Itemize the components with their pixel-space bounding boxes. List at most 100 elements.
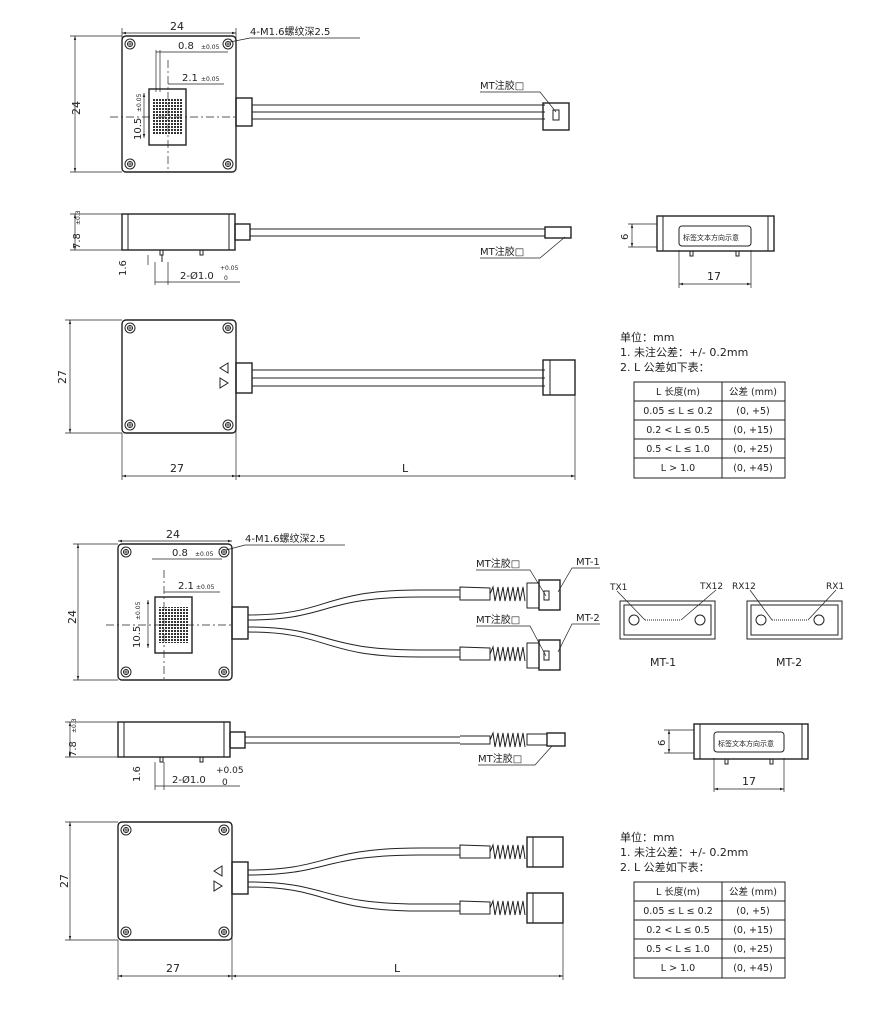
- label-text: 标签文本方向示意: [683, 233, 739, 242]
- conn-tol: ±0.05: [136, 93, 143, 112]
- l-tolerance-note: 2. L 公差如下表：: [620, 360, 710, 374]
- mt-glue-label-1: MT注胶□: [476, 557, 520, 570]
- thread-note: 4-M1.6螺纹深2.5: [245, 532, 325, 545]
- unit-note: 单位：mm: [620, 330, 674, 344]
- notes-2: 单位：mm 1. 未注公差：+/- 0.2mm 2. L 公差如下表：: [620, 830, 748, 874]
- section1-end-view: 标签文本方向示意 6 17: [620, 215, 775, 288]
- mt1-caption: MT-1: [650, 656, 676, 669]
- table-cell: L > 1.0: [661, 963, 695, 974]
- mt2-left-label: RX12: [732, 582, 756, 592]
- notes-1: 单位：mm 1. 未注公差：+/- 0.2mm 2. L 公差如下表：: [620, 330, 748, 374]
- table-cell: 0.05 ≤ L ≤ 0.2: [643, 906, 713, 917]
- table-header: 公差 (mm): [729, 386, 777, 398]
- direction-arrow-icons: [213, 865, 223, 892]
- pitch-dim: 0.8: [178, 41, 194, 52]
- unit-note: 单位：mm: [620, 830, 674, 844]
- table-cell: 0.05 ≤ L ≤ 0.2: [643, 406, 713, 417]
- section1-top-view: 24 24 4-M1.6螺纹深2.5 0.8 ±0.05 2.1 ±0.05 1…: [70, 20, 570, 173]
- table-cell: 0.2 < L ≤ 0.5: [646, 925, 710, 936]
- section2-side-view: 7.8 ±0.3 1.6 2-Ø1.0 +0.05 0 MT注胶□: [65, 718, 566, 790]
- pin-dia: 2-Ø1.0: [180, 270, 214, 282]
- mt-glue-side: MT注胶□: [478, 752, 522, 765]
- side-height-tol: ±0.3: [71, 718, 78, 733]
- label-text: 标签文本方向示意: [718, 739, 774, 748]
- table-cell: (0, +15): [733, 925, 773, 936]
- dim-width: 24: [166, 528, 180, 541]
- mt-glue-side: MT注胶□: [480, 245, 524, 258]
- thread-note: 4-M1.6螺纹深2.5: [250, 25, 330, 38]
- end-width: 17: [707, 270, 721, 283]
- table-cell: L > 1.0: [661, 463, 695, 474]
- pitch-tol: ±0.05: [201, 44, 220, 51]
- table-cell: (0, +25): [733, 944, 773, 955]
- mt-glue-label-2: MT注胶□: [476, 613, 520, 626]
- length-label: L: [402, 462, 409, 475]
- screw-icon: [222, 38, 234, 50]
- pin-len: 1.6: [132, 766, 143, 782]
- table-cell: 0.5 < L ≤ 1.0: [646, 944, 710, 955]
- screw-icon: [124, 38, 136, 50]
- screw-icon: [124, 158, 136, 170]
- length-label: L: [394, 962, 401, 975]
- section2-bottom-view: 27 27 L: [58, 821, 564, 980]
- mt2-caption: MT-2: [776, 656, 802, 669]
- section1-bottom-view: 27 27 L: [56, 319, 576, 480]
- mt1-right-label: TX12: [699, 582, 723, 592]
- mt2-tag: MT-2: [576, 613, 600, 624]
- conn-dim: 10.5: [132, 626, 143, 648]
- side-height: 7.8: [68, 741, 79, 757]
- table-cell: (0, +5): [736, 906, 770, 917]
- bottom-height: 27: [56, 370, 69, 384]
- table-header: L 长度(m): [656, 386, 700, 398]
- tolerance-table-2: L 长度(m) 公差 (mm) 0.05 ≤ L ≤ 0.2 (0, +5) 0…: [633, 881, 786, 979]
- dim-width: 24: [170, 20, 184, 33]
- table-cell: (0, +45): [733, 963, 773, 974]
- pin-dia-tol-upper: +0.05: [216, 766, 244, 776]
- table-header: 公差 (mm): [729, 886, 777, 898]
- pin-dia-tol-upper: +0.05: [220, 265, 239, 272]
- offset-tol: ±0.05: [196, 584, 215, 591]
- mt1-face-diagram: TX1 TX12 MT-1: [609, 582, 723, 669]
- pin-dia-tol-lower: 0: [222, 778, 228, 788]
- offset-dim: 2.1: [178, 581, 194, 592]
- conn-tol: ±0.05: [135, 601, 142, 620]
- direction-arrow-icons: [219, 362, 229, 389]
- offset-tol: ±0.05: [201, 76, 220, 83]
- table-cell: (0, +15): [733, 425, 773, 436]
- bottom-height: 27: [58, 874, 71, 888]
- section2-end-view: 标签文本方向示意 6 17: [657, 723, 809, 792]
- table-cell: (0, +45): [733, 463, 773, 474]
- section1-side-view: 7.8 ±0.3 1.6 2-Ø1.0 +0.05 0 MT注胶□: [70, 210, 572, 285]
- side-height-tol: ±0.3: [75, 210, 82, 225]
- pitch-dim: 0.8: [172, 548, 188, 559]
- dim-height: 24: [66, 610, 79, 624]
- bottom-width: 27: [170, 462, 184, 475]
- tolerance-note: 1. 未注公差：+/- 0.2mm: [620, 345, 748, 359]
- pitch-tol: ±0.05: [195, 551, 214, 558]
- l-tolerance-note: 2. L 公差如下表：: [620, 860, 710, 874]
- mt-connector: [542, 102, 570, 131]
- mt1-left-label: TX1: [609, 583, 627, 593]
- offset-dim: 2.1: [182, 73, 198, 84]
- mt2-right-label: RX1: [826, 582, 844, 592]
- section2-top-view: 24 24 4-M1.6螺纹深2.5 0.8 ±0.05 2.1 ±0.05 1…: [66, 528, 600, 681]
- end-height: 6: [657, 740, 668, 746]
- table-cell: (0, +5): [736, 406, 770, 417]
- pin-dia-tol-lower: 0: [224, 275, 228, 282]
- cable-boot: [235, 97, 253, 127]
- table-cell: 0.5 < L ≤ 1.0: [646, 444, 710, 455]
- conn-dim: 10.5: [133, 118, 144, 140]
- end-width: 17: [742, 775, 756, 788]
- table-header: L 长度(m): [656, 886, 700, 898]
- pin-dia: 2-Ø1.0: [172, 774, 206, 786]
- screw-icon: [222, 158, 234, 170]
- mt2-face-diagram: RX12 RX1 MT-2: [732, 582, 844, 669]
- table-cell: 0.2 < L ≤ 0.5: [646, 425, 710, 436]
- mt-glue-label: MT注胶□: [480, 79, 524, 92]
- pin-len: 1.6: [118, 260, 129, 276]
- side-height: 7.8: [72, 233, 83, 249]
- bottom-width: 27: [166, 962, 180, 975]
- tolerance-table-1: L 长度(m) 公差 (mm) 0.05 ≤ L ≤ 0.2 (0, +5) 0…: [633, 381, 786, 479]
- end-height: 6: [620, 234, 631, 240]
